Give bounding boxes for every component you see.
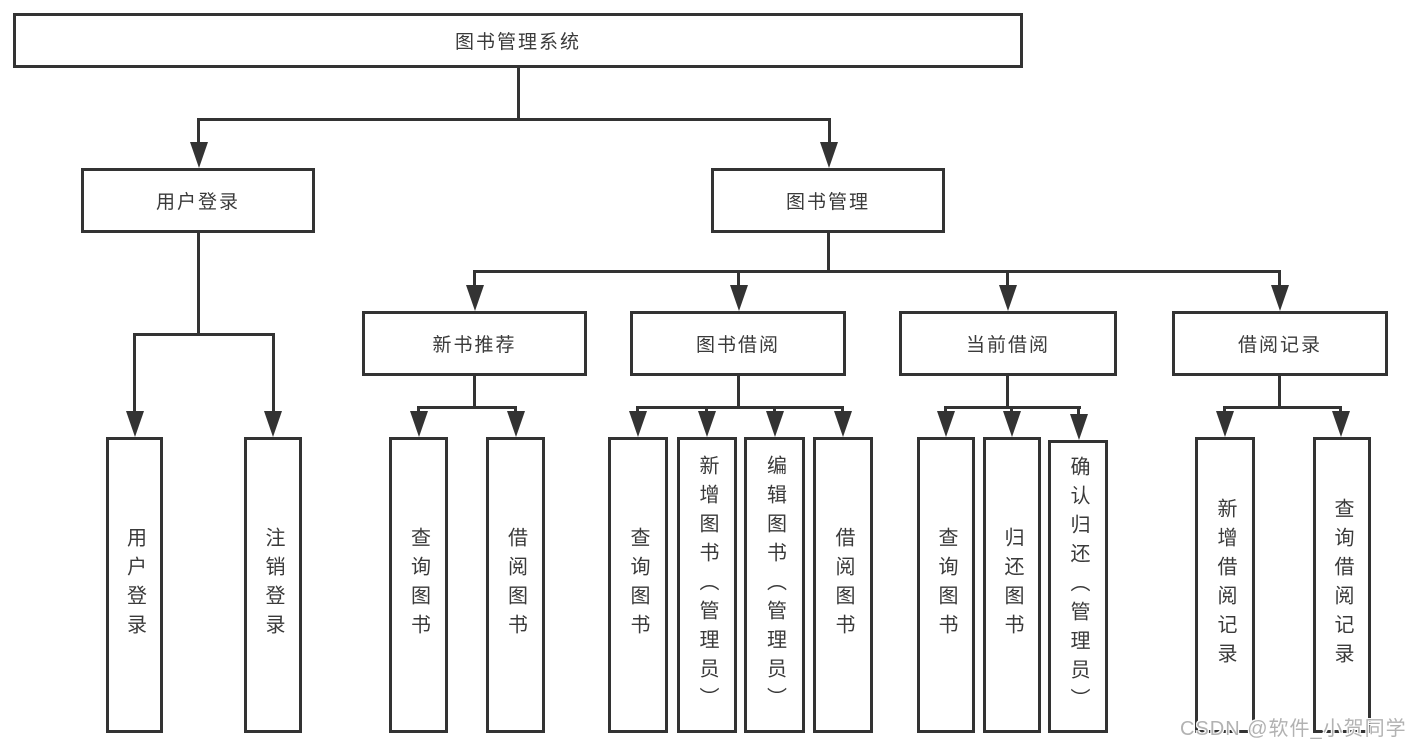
connector-line xyxy=(1006,270,1009,292)
arrow-down-icon xyxy=(820,142,838,168)
arrow-down-icon xyxy=(466,285,484,311)
csdn-watermark: CSDN @软件_小贺同学 xyxy=(1180,718,1405,740)
leaf-edit-book-admin: 编辑图书（管理员） xyxy=(744,437,805,733)
node-new-book-recommendation: 新书推荐 xyxy=(362,311,587,376)
arrow-down-icon xyxy=(730,285,748,311)
connector-line xyxy=(737,376,740,409)
connector-line xyxy=(197,118,831,121)
leaf-user-login: 用户登录 xyxy=(106,437,163,733)
leaf-label: 借阅图书 xyxy=(832,527,854,643)
arrow-down-icon xyxy=(1070,414,1088,440)
leaf-query-books-current: 查询图书 xyxy=(917,437,975,733)
arrow-down-icon xyxy=(937,411,955,437)
node-borrowing-records: 借阅记录 xyxy=(1172,311,1388,376)
connector-line xyxy=(197,118,200,150)
node-book-management: 图书管理 xyxy=(711,168,945,233)
arrow-down-icon xyxy=(507,411,525,437)
connector-line xyxy=(272,333,275,415)
connector-line xyxy=(473,270,1281,273)
node-label: 图书管理 xyxy=(785,192,870,213)
leaf-borrow-books-recommend: 借阅图书 xyxy=(486,437,545,733)
leaf-label: 查询图书 xyxy=(407,527,430,643)
connector-line xyxy=(1223,406,1342,409)
leaf-confirm-return-admin: 确认归还（管理员） xyxy=(1048,440,1108,733)
connector-line xyxy=(517,68,520,121)
node-current-borrowing: 当前借阅 xyxy=(899,311,1117,376)
connector-line xyxy=(737,270,740,292)
node-label: 用户登录 xyxy=(155,192,240,213)
connector-line xyxy=(636,406,844,409)
node-label: 借阅记录 xyxy=(1237,335,1322,356)
connector-line xyxy=(197,233,200,336)
arrow-down-icon xyxy=(1332,411,1350,437)
connector-line xyxy=(827,233,830,273)
node-library-management-system: 图书管理系统 xyxy=(13,13,1023,68)
leaf-label: 查询图书 xyxy=(935,527,957,643)
arrow-down-icon xyxy=(264,411,282,437)
arrow-down-icon xyxy=(766,411,784,437)
leaf-label: 查询图书 xyxy=(627,527,649,643)
leaf-label: 确认归还（管理员） xyxy=(1067,456,1089,717)
leaf-add-book-admin: 新增图书（管理员） xyxy=(677,437,737,733)
leaf-query-books-borrowing: 查询图书 xyxy=(608,437,668,733)
leaf-label: 归还图书 xyxy=(1001,527,1023,643)
leaf-label: 注销登录 xyxy=(262,527,284,643)
arrow-down-icon xyxy=(410,411,428,437)
connector-line xyxy=(133,333,136,415)
arrow-down-icon xyxy=(1216,411,1234,437)
arrow-down-icon xyxy=(698,411,716,437)
leaf-label: 借阅图书 xyxy=(504,527,527,643)
arrow-down-icon xyxy=(999,285,1017,311)
node-label: 当前借阅 xyxy=(965,335,1050,356)
connector-line xyxy=(828,118,831,150)
connector-line xyxy=(473,270,476,292)
leaf-label: 新增借阅记录 xyxy=(1214,498,1236,672)
leaf-label: 用户登录 xyxy=(123,527,146,643)
node-label: 新书推荐 xyxy=(432,335,517,356)
leaf-label: 编辑图书（管理员） xyxy=(763,454,786,716)
connector-line xyxy=(417,406,517,409)
connector-line xyxy=(1077,406,1080,419)
leaf-query-books-recommend: 查询图书 xyxy=(389,437,448,733)
arrow-down-icon xyxy=(190,142,208,168)
arrow-down-icon xyxy=(834,411,852,437)
node-label: 图书管理系统 xyxy=(454,32,581,53)
arrow-down-icon xyxy=(629,411,647,437)
leaf-logout: 注销登录 xyxy=(244,437,302,733)
connector-line xyxy=(1006,376,1009,409)
leaf-label: 查询借阅记录 xyxy=(1331,498,1353,672)
arrow-down-icon xyxy=(126,411,144,437)
leaf-add-borrow-record: 新增借阅记录 xyxy=(1195,437,1255,733)
leaf-query-borrow-record: 查询借阅记录 xyxy=(1313,437,1371,733)
node-user-login: 用户登录 xyxy=(81,168,315,233)
connector-line xyxy=(1278,376,1281,409)
node-book-borrowing: 图书借阅 xyxy=(630,311,846,376)
leaf-borrow-books-borrowing: 借阅图书 xyxy=(813,437,873,733)
arrow-down-icon xyxy=(1271,285,1289,311)
connector-line xyxy=(473,376,476,409)
connector-line xyxy=(1278,270,1281,292)
node-label: 图书借阅 xyxy=(695,335,780,356)
arrow-down-icon xyxy=(1003,411,1021,437)
leaf-label: 新增图书（管理员） xyxy=(696,454,718,716)
leaf-return-books: 归还图书 xyxy=(983,437,1041,733)
connector-line xyxy=(133,333,275,336)
